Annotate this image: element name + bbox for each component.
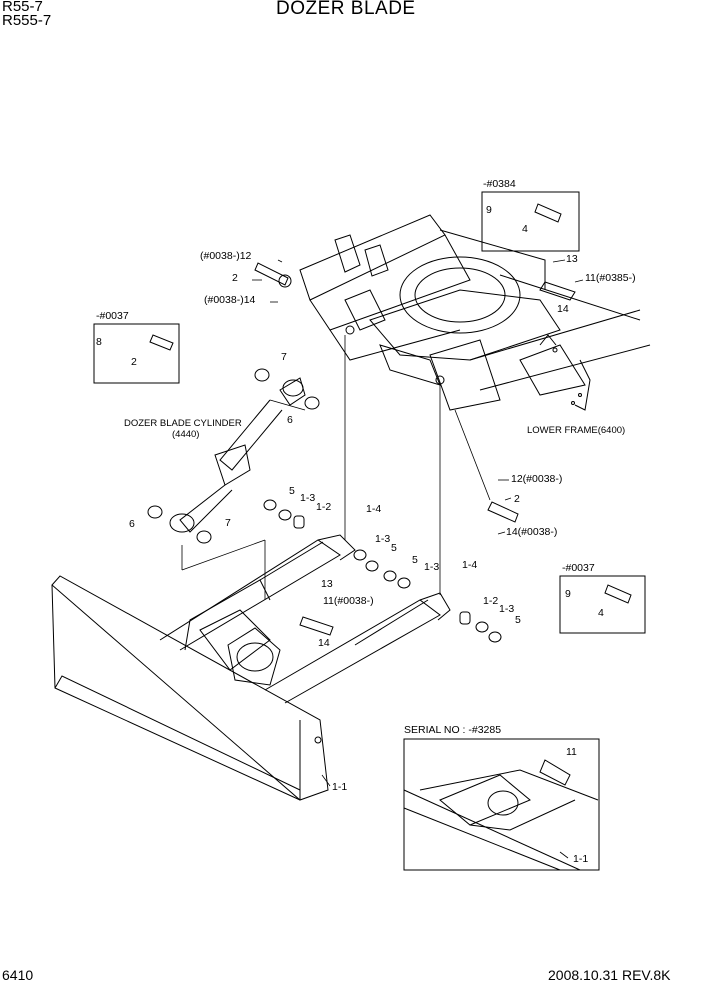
inset-3285-serial: SERIAL NO : -#3285 (404, 724, 502, 736)
pin-2-inset-0037 (150, 335, 173, 350)
pin-11-top (540, 282, 575, 300)
ring-1-3-d (476, 622, 488, 632)
callout-7-top: 7 (281, 351, 287, 363)
callout-1-2-b: 1-2 (483, 595, 499, 607)
callout-2-right: 2 (514, 493, 520, 505)
callout-6-bottom: 6 (129, 518, 135, 530)
pin-4-inset-0037-right (605, 585, 631, 603)
callout-1-4-b: 1-4 (462, 559, 478, 571)
callout-12-right: 12(#0038-) (511, 473, 563, 485)
dozer-cylinder-drawing (170, 378, 305, 532)
callout-14-right: 14(#0038-) (506, 526, 558, 538)
callout-14-0038: (#0038-)14 (204, 294, 256, 306)
seal-ring-7-bottom (197, 531, 211, 543)
lower-frame-drawing (300, 215, 650, 410)
callout-2-top: 2 (232, 272, 238, 284)
callout-1-3-b: 1-3 (375, 533, 391, 545)
date-revision: 2008.10.31 REV.8K (548, 967, 671, 983)
callout-6-top: 6 (287, 414, 293, 426)
inset-0037-right-serial: -#0037 (562, 562, 595, 574)
ring-1-3-c (398, 578, 410, 588)
callout-5-a: 5 (289, 485, 295, 497)
model-name-1: R55-7 (2, 0, 43, 15)
callout-14-top: 14 (557, 303, 569, 315)
callout-13-top: 13 (566, 253, 578, 265)
page-number: 6410 (2, 967, 34, 983)
bushing-1-2-a (294, 516, 304, 528)
dozer-blade-drawing (52, 535, 450, 800)
inset-0384-serial: -#0384 (483, 178, 516, 190)
inset-0384-part-4: 4 (522, 223, 528, 235)
inset-0037-right-part-4: 4 (598, 607, 604, 619)
inset-3285-part-1-1: 1-1 (573, 853, 589, 865)
callout-1-3-c: 1-3 (424, 561, 440, 573)
ring-1-3-b (354, 550, 366, 560)
inset-0037-right-part-9: 9 (565, 588, 571, 600)
callout-5-b: 5 (391, 542, 397, 554)
callout-1-3-d: 1-3 (499, 603, 515, 615)
callout-1-3-a: 1-3 (300, 492, 316, 504)
callout-5-c: 5 (412, 554, 418, 566)
inset-3285-part-11: 11 (566, 746, 577, 758)
pin-4-inset-0384 (535, 204, 561, 222)
cylinder-code: (4440) (172, 429, 200, 440)
pin-2-right (488, 502, 518, 522)
leader-lines (182, 260, 583, 858)
callout-1-4-a: 1-4 (366, 503, 382, 515)
lower-frame-label: LOWER FRAME(6400) (527, 425, 626, 436)
bushing-1-2-b (460, 612, 470, 624)
callout-7-bottom: 7 (225, 517, 231, 529)
seal-ring-6-bottom (148, 506, 162, 518)
inset-0037-left-serial: -#0037 (96, 310, 129, 322)
inset-frame-0037-left (94, 324, 179, 383)
pin-11-mid (300, 617, 333, 635)
model-name-2: R555-7 (2, 12, 52, 29)
small-parts (148, 204, 631, 642)
seal-ring-6-top (305, 397, 319, 409)
pin-2-top (255, 263, 291, 287)
ring-5-a (264, 500, 276, 510)
inset-frame-0037-right (560, 576, 645, 633)
callout-13-mid: 13 (321, 578, 333, 590)
inset-0037-left-part-2: 2 (131, 356, 137, 368)
inset-frame-3285 (404, 739, 599, 870)
page-title: DOZER BLADE (276, 0, 416, 19)
callout-11-0038: 11(#0038-) (323, 595, 374, 607)
callout-1-1: 1-1 (332, 781, 348, 793)
inset-0037-left-part-8: 8 (96, 336, 102, 348)
inset-frame-0384 (482, 192, 579, 251)
seal-ring-7-top (255, 369, 269, 381)
inset-3285-drawing (404, 760, 598, 870)
callout-1-2-a: 1-2 (316, 501, 332, 513)
callout-12-0038: (#0038-)12 (200, 250, 252, 262)
inset-0384-part-9: 9 (486, 204, 492, 216)
callout-14-mid: 14 (318, 637, 330, 649)
ring-5-c (384, 571, 396, 581)
callout-5-d: 5 (515, 614, 521, 626)
ring-1-3-a (279, 510, 291, 520)
ring-5-d (489, 632, 501, 642)
cylinder-name: DOZER BLADE CYLINDER (124, 418, 242, 429)
callout-11-0385: 11(#0385-) (585, 272, 636, 284)
ring-5-b (366, 561, 378, 571)
